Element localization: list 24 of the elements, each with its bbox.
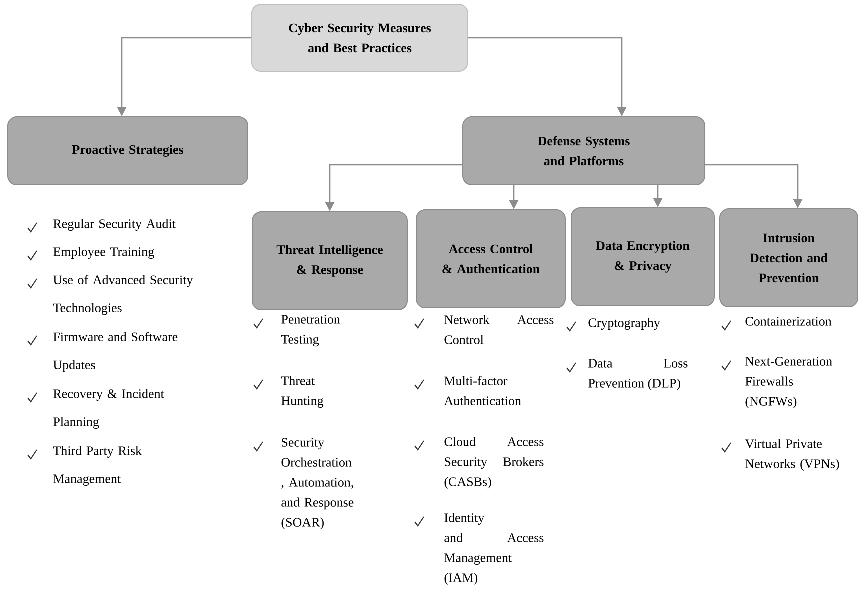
list-item: Containerization	[746, 317, 832, 326]
list-item: Next-Generation Firewalls (NGFWs)	[746, 357, 832, 409]
category-box: Proactive Strategies	[8, 116, 248, 186]
list-item: Identity and Access Management (IAM)	[444, 513, 544, 585]
list-item: Regular Security Audit	[54, 219, 176, 232]
list-item: Employee Training	[54, 247, 154, 260]
category-box: Defense Systems and Platforms	[462, 116, 706, 186]
list-item: Recovery & Incident Planning	[54, 389, 164, 430]
list-item: Virtual Private Networks (VPNs)	[745, 439, 840, 471]
list-item: Multi-factor Authentication	[444, 376, 522, 406]
category-box: Threat Intelligence & Response	[252, 212, 408, 310]
list-item: Third Party Risk Management	[53, 446, 142, 486]
list-item: Cloud Access Security Brokers (CASBs)	[444, 437, 544, 489]
list-item: Data Loss Prevention (DLP)	[588, 359, 688, 390]
list-item: Use of Advanced Security Technologies	[53, 275, 194, 316]
list-item: Firmware and Software Updates	[53, 332, 178, 372]
list-item: Threat Hunting	[281, 376, 324, 408]
category-box: Intrusion Detection and Prevention	[720, 208, 858, 308]
heading-box: Cyber Security Measures and Best Practices	[252, 4, 468, 72]
list-item: Cryptography	[588, 318, 660, 330]
category-box: Access Control & Authentication	[416, 210, 566, 308]
list-item: Network Access Control	[444, 315, 554, 344]
list-item: Security Orchestration , Automation, and Response (SOAR)	[282, 438, 354, 530]
category-box: Data Encryption & Privacy	[571, 208, 715, 306]
